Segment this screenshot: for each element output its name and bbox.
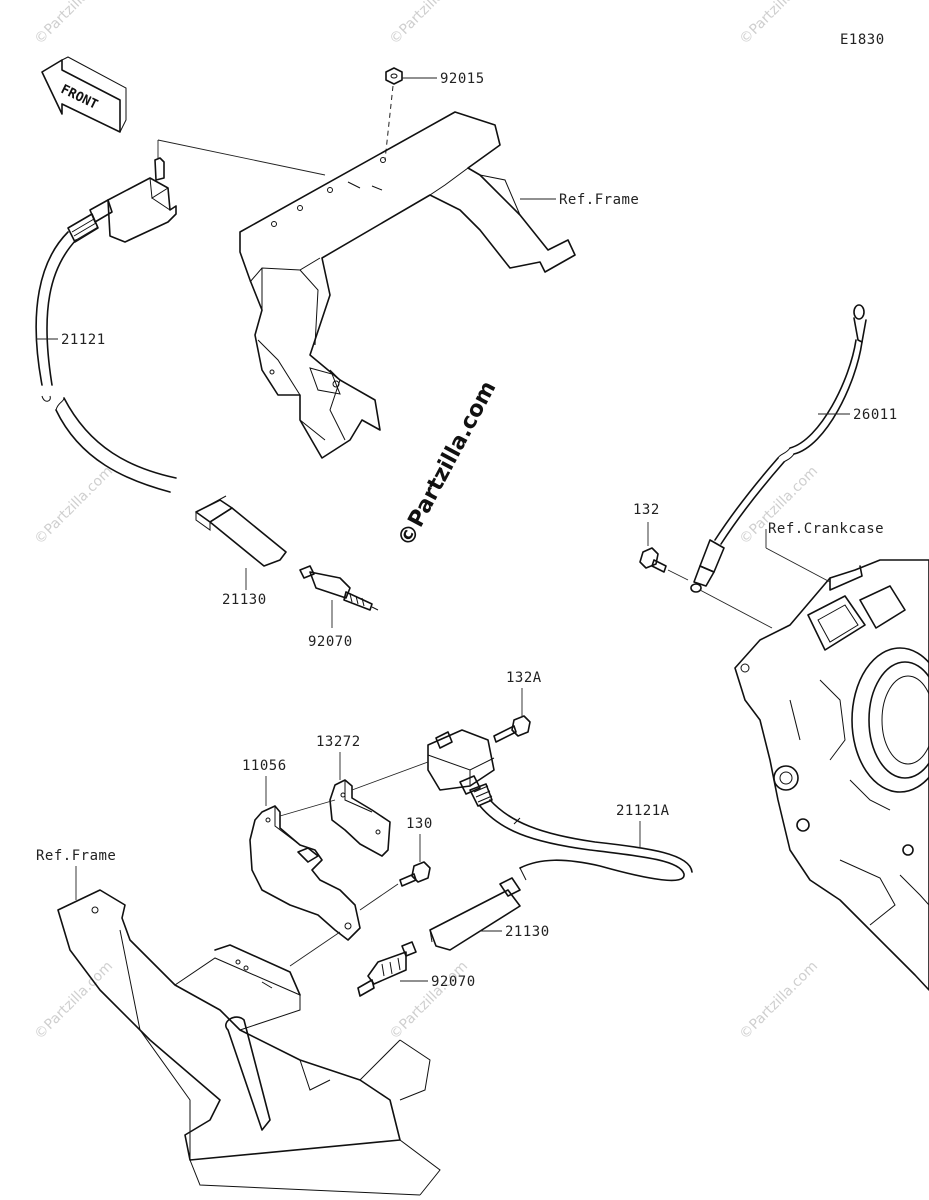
plug-cap-21130-top xyxy=(195,495,287,567)
watermark-text: ©Partzilla.com xyxy=(387,958,472,1043)
label-132: 132 xyxy=(633,502,660,518)
label-21121: 21121 xyxy=(61,332,106,348)
watermark-text: ©Partzilla.com xyxy=(32,958,117,1043)
bolt-130 xyxy=(399,861,431,887)
bolt-132A xyxy=(493,715,531,743)
watermark-text: ©Partzilla.com xyxy=(737,0,822,48)
label-92015: 92015 xyxy=(440,71,485,87)
plug-cap-21130-bottom xyxy=(429,877,521,951)
label-130: 130 xyxy=(406,816,433,832)
crankcase xyxy=(734,559,929,991)
label-92070-top: 92070 xyxy=(308,634,353,650)
ignition-lead-21121A xyxy=(479,799,693,882)
ground-cable-26011 xyxy=(690,304,867,593)
label-11056: 11056 xyxy=(242,758,287,774)
copyright-text: ©Partzilla.com xyxy=(393,377,501,551)
watermark-text: ©Partzilla.com xyxy=(737,958,822,1043)
nut-92015 xyxy=(385,67,403,85)
watermark-text: ©Partzilla.com xyxy=(387,0,472,48)
label-21130-bottom: 21130 xyxy=(505,924,550,940)
frame-bottom xyxy=(57,889,441,1196)
watermark-text: ©Partzilla.com xyxy=(32,0,117,48)
ignition-coil-top xyxy=(67,157,177,243)
front-arrow-icon: FRONT xyxy=(41,56,127,133)
frame-bracket-top xyxy=(239,111,576,459)
bracket-11056 xyxy=(249,805,361,941)
diagram-code: E1830 xyxy=(840,32,885,48)
ignition-coil-bottom xyxy=(427,729,495,807)
label-ref-frame-top: Ref.Frame xyxy=(559,192,639,208)
ignition-lead-21121 xyxy=(35,231,177,493)
label-ref-crankcase: Ref.Crankcase xyxy=(768,521,884,537)
label-13272: 13272 xyxy=(316,734,361,750)
label-132A: 132A xyxy=(506,670,542,686)
label-21130-top: 21130 xyxy=(222,592,267,608)
label-21121A: 21121A xyxy=(616,803,670,819)
label-92070-bottom: 92070 xyxy=(431,974,476,990)
spark-plug-92070-bottom xyxy=(357,941,417,997)
bolt-132 xyxy=(639,547,667,573)
spark-plug-92070-top xyxy=(299,565,379,611)
watermark-text: ©Partzilla.com xyxy=(32,463,117,548)
bracket-13272 xyxy=(329,779,391,857)
label-26011: 26011 xyxy=(853,407,898,423)
label-ref-frame-bottom: Ref.Frame xyxy=(36,848,116,864)
